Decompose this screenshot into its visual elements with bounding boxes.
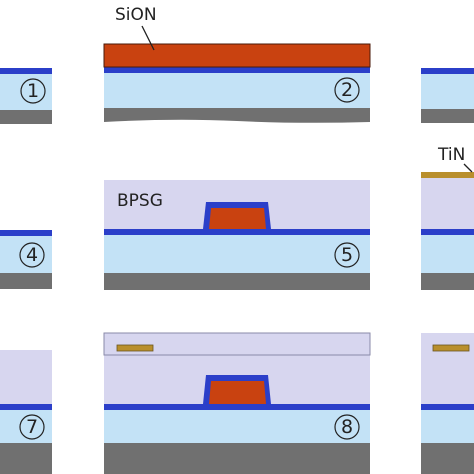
oxide-layer xyxy=(0,74,52,110)
step-8-panel: 8 xyxy=(103,332,371,474)
step-6-panel: TiN xyxy=(421,145,474,290)
step-4-number: 4 xyxy=(26,244,38,266)
bpsg-layer xyxy=(421,178,474,230)
nitride-layer xyxy=(421,404,474,410)
step-4-panel: 4 xyxy=(0,230,52,289)
step-5-panel: BPSG 5 xyxy=(104,180,370,290)
upper-bpsg-layer xyxy=(103,332,371,356)
step-2-number: 2 xyxy=(341,79,353,101)
nitride-layer xyxy=(104,67,370,73)
step-8-number: 8 xyxy=(341,416,353,438)
nitride-layer xyxy=(421,68,474,74)
oxide-layer xyxy=(421,410,474,443)
substrate-layer xyxy=(104,108,370,123)
nitride-layer xyxy=(104,229,370,235)
substrate-layer xyxy=(104,273,370,290)
oxide-layer xyxy=(0,236,52,273)
substrate-layer xyxy=(0,443,52,474)
tin-heater xyxy=(116,344,154,352)
tin-heater xyxy=(432,344,470,352)
step-2-circle xyxy=(334,77,360,103)
tin-label: TiN xyxy=(437,145,465,165)
step-1-panel: 1 xyxy=(0,68,52,124)
step-7-circle xyxy=(19,414,45,440)
step-5-number: 5 xyxy=(341,244,353,266)
tin-leader-line xyxy=(463,163,473,173)
nitride-layer xyxy=(0,404,52,410)
nitride-layer xyxy=(421,229,474,235)
step-9-panel xyxy=(421,333,474,474)
tin-layer xyxy=(421,172,474,178)
oxide-layer xyxy=(104,410,370,443)
substrate-layer xyxy=(0,273,52,289)
step-7-number: 7 xyxy=(26,416,38,438)
step-2-panel: SiON 2 xyxy=(103,5,371,123)
oxide-layer xyxy=(421,235,474,273)
sion-feature xyxy=(209,381,266,404)
nitride-layer xyxy=(0,230,52,236)
bpsg-label: BPSG xyxy=(117,191,163,211)
step-8-circle xyxy=(334,414,360,440)
sion-leader-line xyxy=(141,25,155,51)
substrate-layer xyxy=(0,110,52,124)
substrate-layer xyxy=(421,109,474,123)
sion-label: SiON xyxy=(115,5,157,25)
bpsg-layer xyxy=(421,333,474,404)
nitride-layer xyxy=(0,68,52,74)
substrate-layer xyxy=(421,273,474,290)
bpsg-layer xyxy=(0,350,52,405)
substrate-layer xyxy=(104,443,370,474)
substrate-layer xyxy=(421,443,474,474)
step-3-panel xyxy=(421,68,474,123)
step-1-circle xyxy=(20,78,46,104)
step-5-circle xyxy=(334,242,360,268)
step-7-panel: 7 xyxy=(0,350,52,474)
step-4-circle xyxy=(19,242,45,268)
sion-layer xyxy=(103,43,371,68)
step-1-number: 1 xyxy=(27,80,39,102)
oxide-layer xyxy=(104,235,370,273)
sion-feature xyxy=(209,208,266,229)
oxide-layer xyxy=(104,73,370,108)
oxide-layer xyxy=(421,74,474,109)
nitride-layer xyxy=(104,404,370,410)
